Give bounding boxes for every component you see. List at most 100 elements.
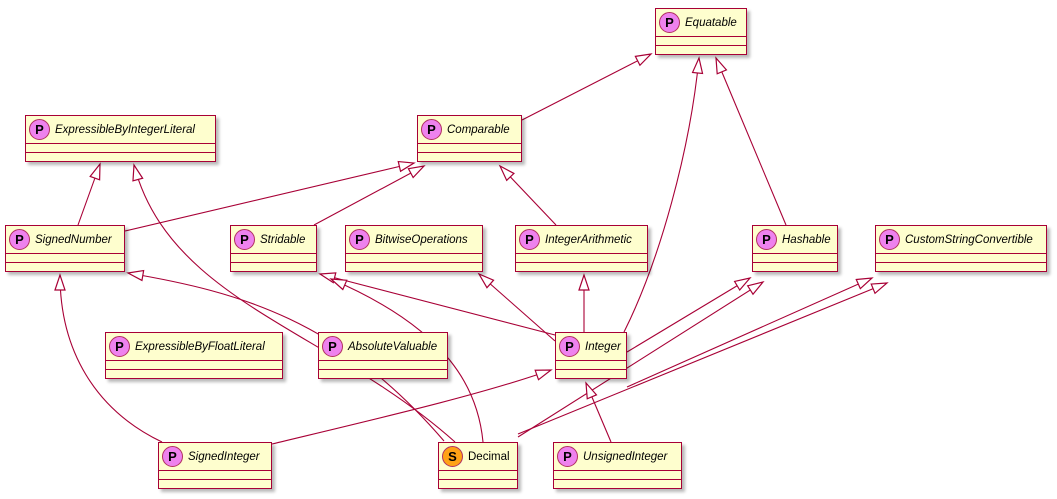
node-title: P Stridable [231,226,316,253]
protocol-badge-icon: P [9,229,30,250]
node-title: P BitwiseOperations [346,226,482,253]
methods-compartment [26,152,215,161]
node-title: P ExpressibleByFloatLiteral [106,333,282,360]
node-stridable: P Stridable [230,225,317,272]
protocol-badge-icon: P [234,229,255,250]
node-unsignedinteger: P UnsignedInteger [553,442,682,489]
inheritance-edge-integer-to-stridable [318,272,556,336]
methods-compartment [556,369,626,378]
node-title: P UnsignedInteger [554,443,681,470]
node-label: Integer [585,340,621,353]
inheritance-edge-signednumber-to-ebil [77,162,101,226]
inheritance-edge-decimal-to-csc [517,282,889,435]
protocol-badge-icon: P [109,336,130,357]
methods-compartment [159,479,271,488]
node-title: P Integer [556,333,626,360]
protocol-badge-icon: P [879,229,900,250]
fields-compartment [231,253,316,262]
fields-compartment [346,253,482,262]
fields-compartment [159,470,271,479]
node-title: P AbsoluteValuable [319,333,447,360]
inheritance-edge-integer-to-bitwiseoperations [477,272,556,342]
fields-compartment [556,360,626,369]
node-label: UnsignedInteger [583,450,668,463]
node-label: Stridable [260,233,306,246]
node-label: IntegerArithmetic [545,233,632,246]
node-label: AbsoluteValuable [348,340,438,353]
methods-compartment [439,479,517,488]
inheritance-edge-decimal-to-hashable [517,280,765,438]
node-equatable: P Equatable [655,8,747,55]
fields-compartment [418,143,521,152]
fields-compartment [554,470,681,479]
fields-compartment [106,360,282,369]
methods-compartment [876,262,1046,271]
node-signednumber: P SignedNumber [5,225,125,272]
node-title: P CustomStringConvertible [876,226,1046,253]
node-integer: P Integer [555,332,627,379]
node-csc: P CustomStringConvertible [875,225,1047,272]
node-label: Hashable [782,233,831,246]
node-title: S Decimal [439,443,517,470]
protocol-badge-icon: P [519,229,540,250]
inheritance-edge-integerarithmetic-to-comparable [498,164,557,226]
node-label: BitwiseOperations [375,233,468,246]
protocol-badge-icon: P [557,446,578,467]
inheritance-edge-signedinteger-to-signednumber [54,273,163,443]
protocol-badge-icon: P [756,229,777,250]
node-title: P SignedNumber [6,226,124,253]
node-label: ExpressibleByFloatLiteral [135,340,265,353]
inheritance-edge-unsignedinteger-to-integer [585,381,612,443]
methods-compartment [346,262,482,271]
inheritance-edge-integer-to-csc [626,277,874,388]
node-title: P IntegerArithmetic [516,226,647,253]
inheritance-edge-comparable-to-equatable [521,53,653,121]
node-label: SignedInteger [188,450,260,463]
fields-compartment [753,253,837,262]
inheritance-edge-integer-to-equatable [623,56,704,333]
protocol-badge-icon: P [659,12,680,33]
node-title: P ExpressibleByIntegerLiteral [26,116,215,143]
methods-compartment [554,479,681,488]
node-label: SignedNumber [35,233,112,246]
protocol-badge-icon: P [559,336,580,357]
node-label: ExpressibleByIntegerLiteral [55,123,195,136]
node-ebil: P ExpressibleByIntegerLiteral [25,115,216,162]
inheritance-edge-stridable-to-comparable [313,165,426,226]
protocol-badge-icon: P [349,229,370,250]
protocol-badge-icon: P [29,119,50,140]
protocol-badge-icon: P [322,336,343,357]
inheritance-edge-signednumber-to-comparable [124,160,416,232]
methods-compartment [516,262,647,271]
node-integerarithmetic: P IntegerArithmetic [515,225,648,272]
node-hashable: P Hashable [752,225,838,272]
node-label: Decimal [468,450,510,463]
node-title: P Equatable [656,9,746,36]
node-ebfl: P ExpressibleByFloatLiteral [105,332,283,379]
fields-compartment [6,253,124,262]
inheritance-edge-decimal-to-signednumber [126,269,445,442]
fields-compartment [876,253,1046,262]
inheritance-edge-decimal-to-stridable [329,278,484,443]
inheritance-edge-integer-to-hashable [626,277,752,353]
fields-compartment [656,36,746,45]
methods-compartment [753,262,837,271]
node-absolutevaluable: P AbsoluteValuable [318,332,448,379]
protocol-badge-icon: P [421,119,442,140]
node-title: P Hashable [753,226,837,253]
methods-compartment [656,45,746,54]
node-decimal: S Decimal [438,442,518,489]
node-label: Equatable [685,16,737,29]
methods-compartment [418,152,521,161]
methods-compartment [231,262,316,271]
fields-compartment [516,253,647,262]
methods-compartment [319,369,447,378]
fields-compartment [319,360,447,369]
node-label: CustomStringConvertible [905,233,1033,246]
struct-badge-icon: S [442,446,463,467]
inheritance-edge-hashable-to-equatable [715,56,787,226]
